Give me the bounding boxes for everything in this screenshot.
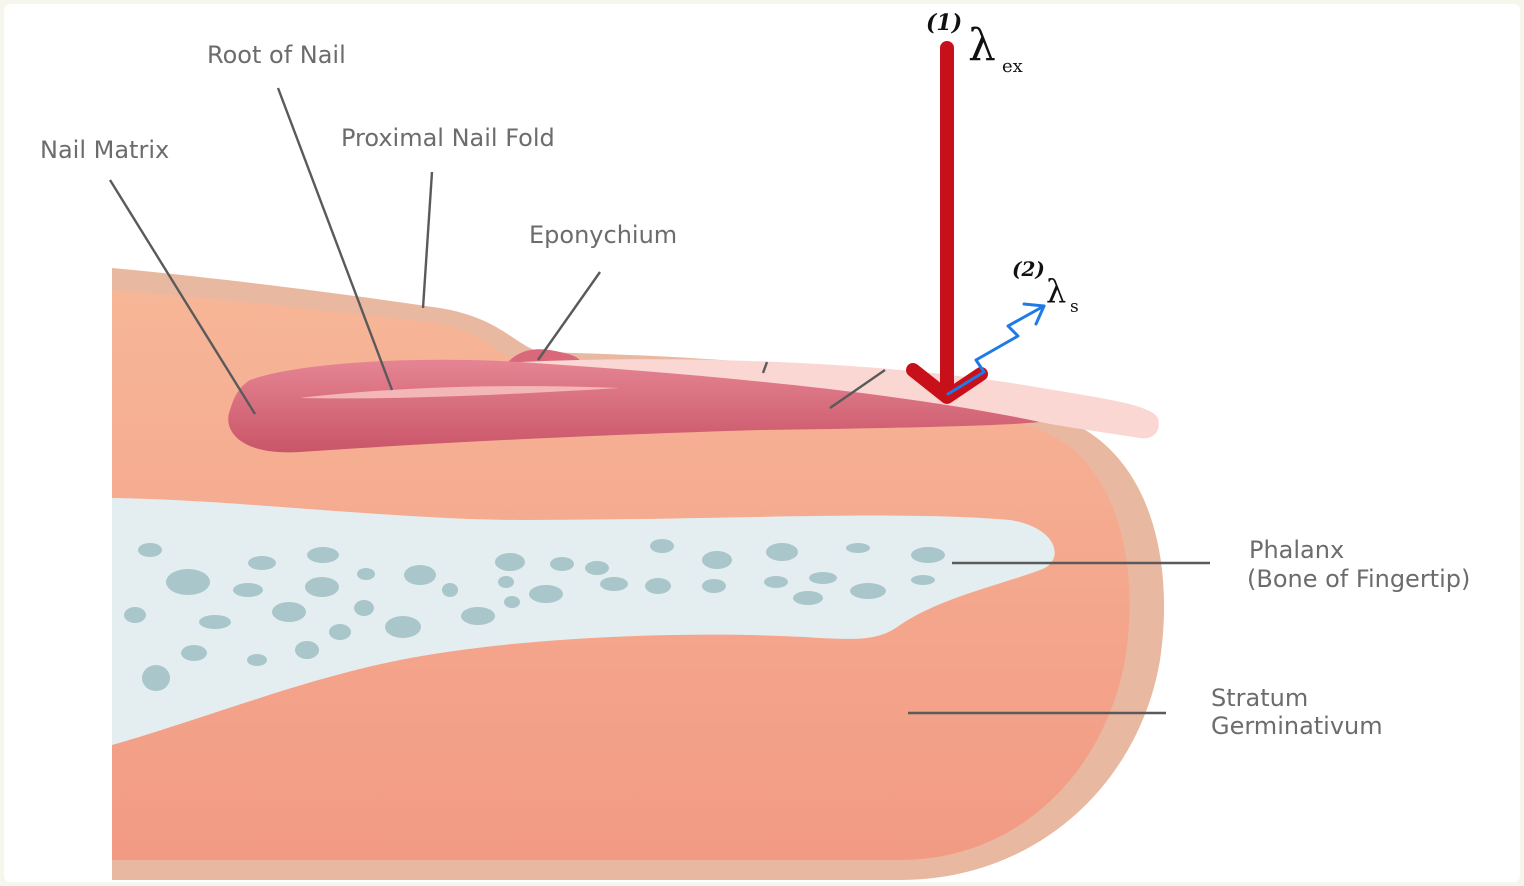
nail-root-fold: [300, 386, 620, 399]
leader-root-of-nail: [276, 87, 394, 391]
label-phalanx-line2: (Bone of Fingertip): [1247, 565, 1470, 593]
leader-nail-plate-tick: [761, 361, 769, 374]
label-phalanx-line1: Phalanx: [1249, 536, 1344, 564]
label-nail-matrix: Nail Matrix: [40, 136, 169, 164]
bone-marrow-spots: [124, 539, 945, 691]
whiteout-mark: [722, 154, 902, 176]
label-eponychium: Eponychium: [529, 221, 677, 249]
annotation-step-1: (1): [926, 10, 962, 36]
annotation-lambda-ex-subscript: ex: [1002, 56, 1023, 77]
leader-nail-bed: [829, 369, 886, 409]
phalanx-bone: [112, 498, 1055, 745]
annotation-lambda-s-subscript: s: [1070, 297, 1079, 317]
leader-eponychium: [537, 271, 601, 361]
label-proximal-nail-fold: Proximal Nail Fold: [341, 124, 555, 152]
label-stratum-line2: Germinativum: [1211, 712, 1383, 740]
leader-lines: [108, 87, 1210, 715]
nail-bed: [228, 359, 1040, 453]
leader-nail-matrix: [108, 179, 257, 415]
excitation-arrow: [906, 41, 988, 404]
leader-proximal-nail-fold: [421, 171, 434, 309]
label-stratum-line1: Stratum: [1211, 684, 1308, 712]
annotation-step-2: (2): [1012, 257, 1045, 281]
nail-plate: [520, 359, 1159, 439]
whiteout-mark: [1070, 286, 1130, 304]
annotation-lambda-ex-symbol: λ: [968, 20, 996, 71]
label-root-of-nail: Root of Nail: [207, 41, 346, 69]
annotation-lambda-s-symbol: λ: [1046, 272, 1066, 310]
emission-arrow: [946, 302, 1046, 396]
